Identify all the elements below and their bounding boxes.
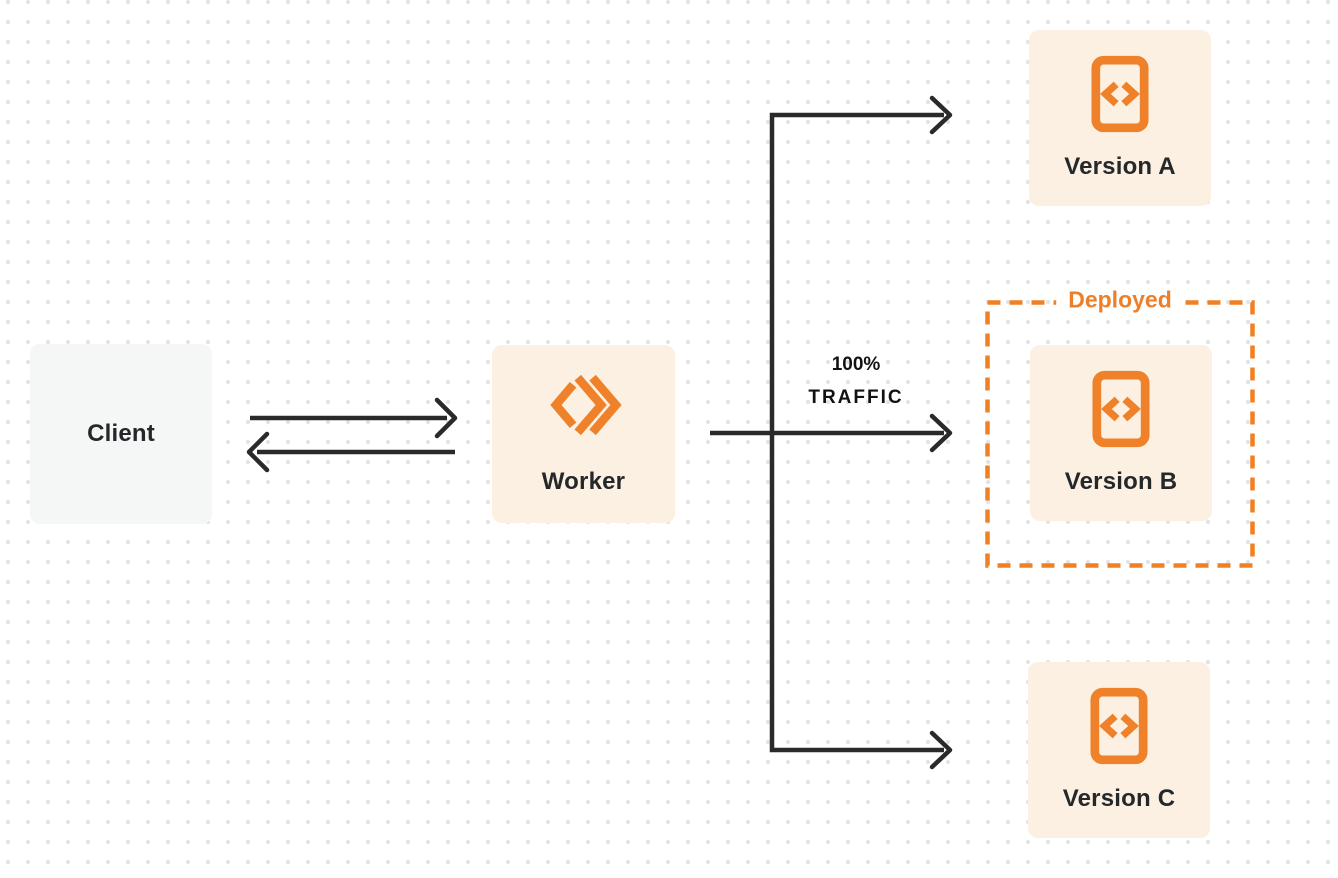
client-label: Client — [87, 420, 155, 447]
client-node: Client — [30, 344, 212, 524]
version-b-label: Version B — [1064, 468, 1178, 495]
version-c-label: Version C — [1062, 785, 1176, 812]
code-version-icon — [1091, 55, 1149, 133]
version-b-node: Version B — [1030, 345, 1212, 521]
version-c-arrowhead — [929, 730, 953, 770]
worker-to-client-arrow — [246, 431, 455, 473]
code-version-icon — [1092, 370, 1150, 448]
version-a-node: Version A — [1029, 30, 1211, 206]
worker-node: Worker — [492, 345, 675, 523]
worker-label: Worker — [541, 468, 626, 495]
worker-to-version-b-arrow — [710, 413, 953, 453]
deployed-label: Deployed — [1056, 286, 1184, 314]
client-to-worker-arrow — [250, 397, 458, 439]
traffic-word: TRAFFIC — [808, 387, 904, 408]
traffic-label: 100% TRAFFIC — [791, 348, 921, 414]
version-a-arrowhead — [929, 95, 953, 135]
deployed-group: Deployed — [985, 286, 1255, 568]
traffic-percent: 100% — [831, 354, 881, 375]
workers-logo-icon — [549, 374, 622, 436]
version-a-label: Version A — [1064, 153, 1176, 180]
version-c-node: Version C — [1028, 662, 1210, 838]
code-version-icon — [1090, 687, 1148, 765]
traffic-branch-lines — [769, 95, 953, 770]
